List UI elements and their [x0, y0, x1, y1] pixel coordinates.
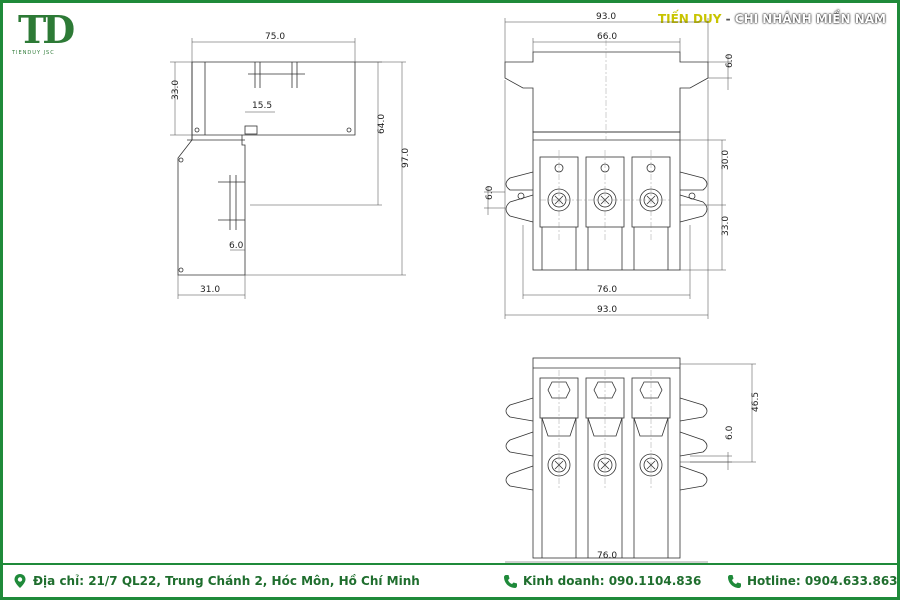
dim-side-97: 97.0 — [401, 148, 411, 168]
dim-side-6: 6.0 — [229, 241, 244, 251]
phone-icon — [504, 575, 517, 588]
address-block: Địa chỉ: 21/7 QL22, Trung Chánh 2, Hóc M… — [13, 573, 420, 589]
logo-subtitle: TIENDUY JSC — [12, 50, 55, 56]
branch-name: CHI NHÁNH MIỀN NAM — [734, 12, 886, 26]
front-view — [504, 51, 709, 271]
company-logo: TD TIENDUY JSC — [12, 7, 75, 60]
address-label: Địa chỉ: — [33, 574, 85, 588]
dim-bottom-6: 6.0 — [725, 425, 735, 440]
brand-name: TIẾN DUY — [657, 12, 722, 26]
dim-side-15-5: 15.5 — [252, 101, 272, 111]
dim-front-93-top: 93.0 — [596, 12, 616, 22]
address-value: 21/7 QL22, Trung Chánh 2, Hóc Môn, Hồ Ch… — [88, 574, 420, 588]
front-view-centerlines — [540, 40, 672, 240]
location-pin-icon — [14, 574, 26, 588]
footer-bar: Địa chỉ: 21/7 QL22, Trung Chánh 2, Hóc M… — [3, 563, 898, 597]
side-view-dimensions — [170, 38, 406, 299]
dim-front-6-left: 6.0 — [485, 185, 495, 200]
bottom-view-centerlines — [558, 370, 652, 490]
dim-front-6-top: 6.0 — [725, 53, 735, 68]
dim-front-66: 66.0 — [597, 32, 617, 42]
dim-front-33: 33.0 — [721, 216, 731, 236]
hotline-block: Hotline: 0904.633.863 — [727, 573, 898, 589]
side-view — [177, 61, 356, 276]
bottom-view — [505, 357, 708, 559]
sales-label: Kinh doanh: — [523, 574, 605, 588]
header-separator: - — [721, 12, 735, 26]
hotline-phone[interactable]: 0904.633.863 — [804, 574, 898, 588]
dim-front-93-bottom: 93.0 — [597, 305, 617, 315]
dim-front-76: 76.0 — [597, 285, 617, 295]
dim-side-75: 75.0 — [265, 32, 285, 42]
sales-phone[interactable]: 090.1104.836 — [608, 574, 702, 588]
dim-bottom-76: 76.0 — [597, 551, 617, 561]
front-view-dimensions — [484, 18, 732, 319]
dim-front-30: 30.0 — [721, 150, 731, 170]
phone-icon — [728, 575, 741, 588]
dim-side-64: 64.0 — [377, 114, 387, 134]
dim-side-31: 31.0 — [200, 285, 220, 295]
logo-mark: TD — [18, 7, 75, 52]
sales-block: Kinh doanh: 090.1104.836 — [503, 573, 701, 589]
hotline-label: Hotline: — [747, 574, 801, 588]
bottom-view-dimensions — [505, 363, 756, 563]
dim-bottom-46-5: 46.5 — [751, 392, 761, 412]
dim-side-33: 33.0 — [171, 80, 181, 100]
header-title: TIẾN DUY - CHI NHÁNH MIỀN NAM — [658, 12, 886, 26]
